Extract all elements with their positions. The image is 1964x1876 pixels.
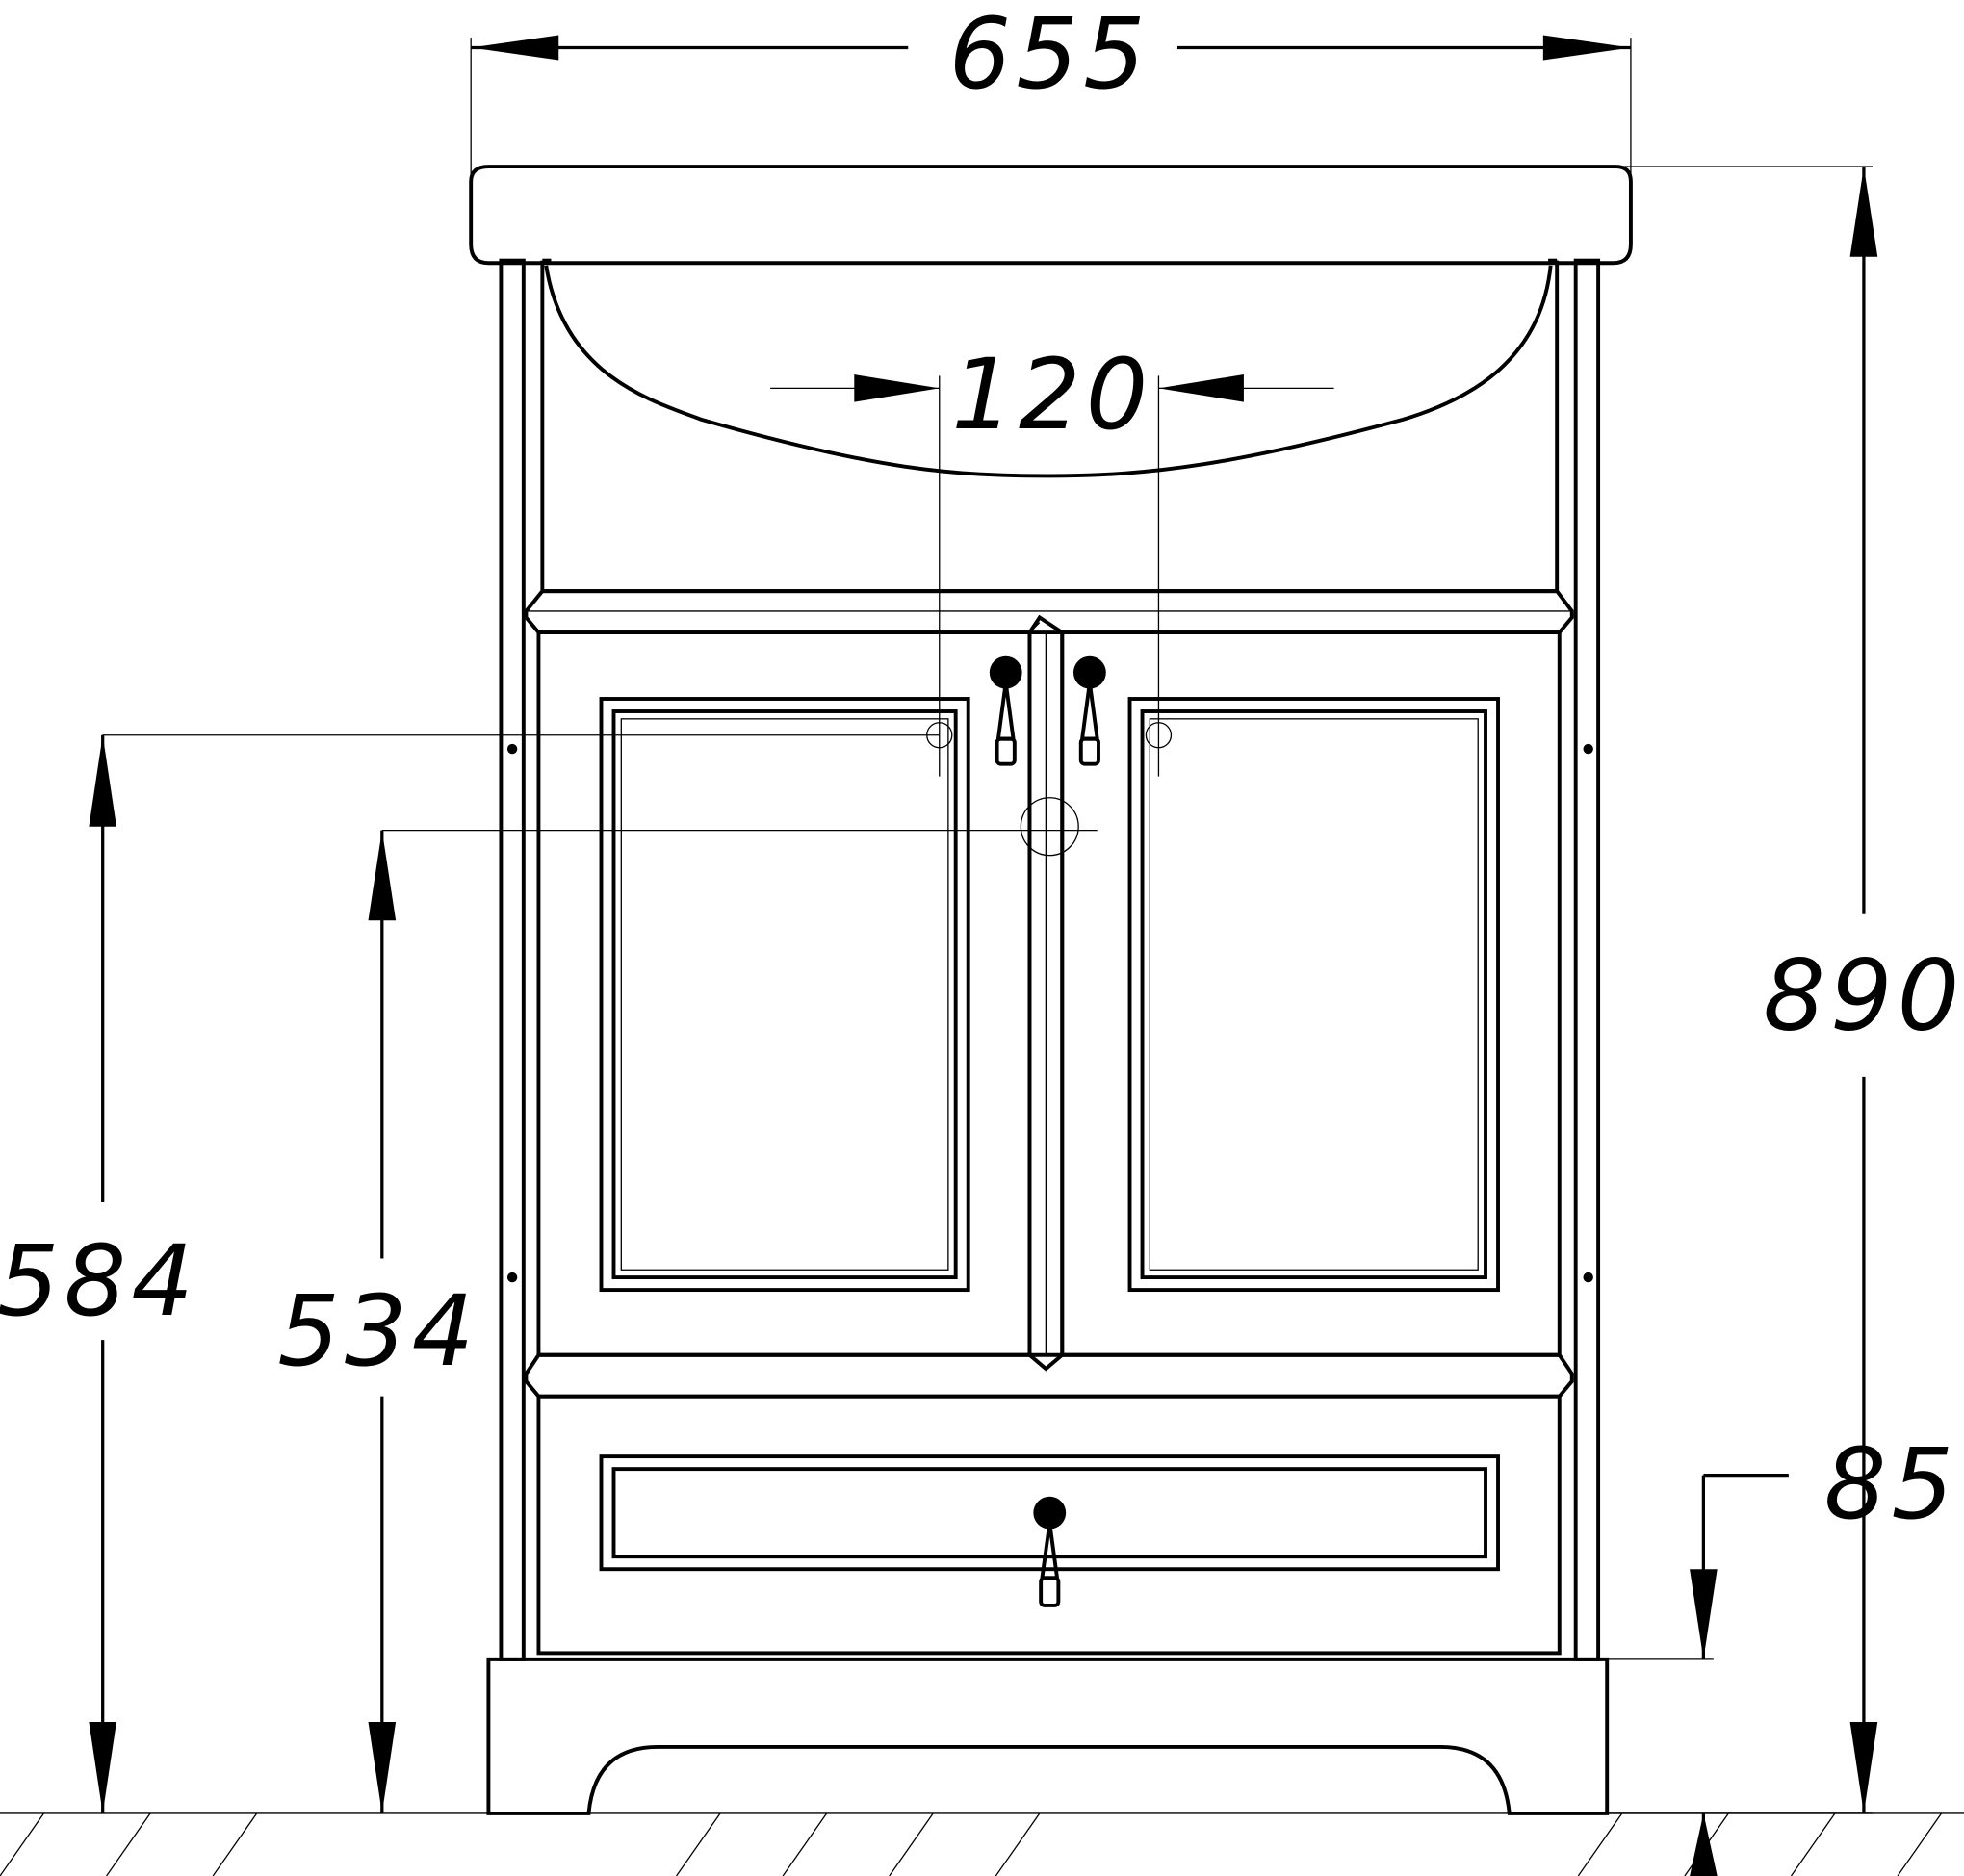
dimension-label-534: 534 xyxy=(277,1274,478,1388)
door-handle-icon xyxy=(989,655,1022,766)
right-door xyxy=(1060,630,1562,1357)
left-door xyxy=(536,622,1041,1357)
dimension-width: 655 xyxy=(470,0,1632,244)
dimension-label-890: 890 xyxy=(1763,938,1964,1052)
washbasin xyxy=(469,165,1633,478)
dimension-label-584: 584 xyxy=(0,1224,198,1338)
dimension-label-faucet-spacing: 120 xyxy=(951,338,1152,451)
cabinet-frame xyxy=(499,258,1601,1661)
dimension-overall-height: 890 xyxy=(1590,166,1964,1814)
plinth xyxy=(486,1657,1610,1815)
dimension-outlet-height-584: 584 xyxy=(0,734,940,1813)
drawer xyxy=(536,1394,1562,1656)
dimension-label-85: 85 xyxy=(1824,1427,1959,1541)
center-mullion xyxy=(1027,614,1065,1372)
door-handle-icon xyxy=(1072,655,1106,766)
dimension-faucet-spacing: 120 xyxy=(770,338,1334,857)
drawer-handle-icon xyxy=(1033,1496,1067,1607)
dimension-label-width: 655 xyxy=(949,0,1150,111)
dimension-outlet-height-534: 534 xyxy=(277,829,1098,1813)
floor xyxy=(0,1812,1964,1876)
dimension-plinth-height: 85 xyxy=(1607,1427,1959,1876)
